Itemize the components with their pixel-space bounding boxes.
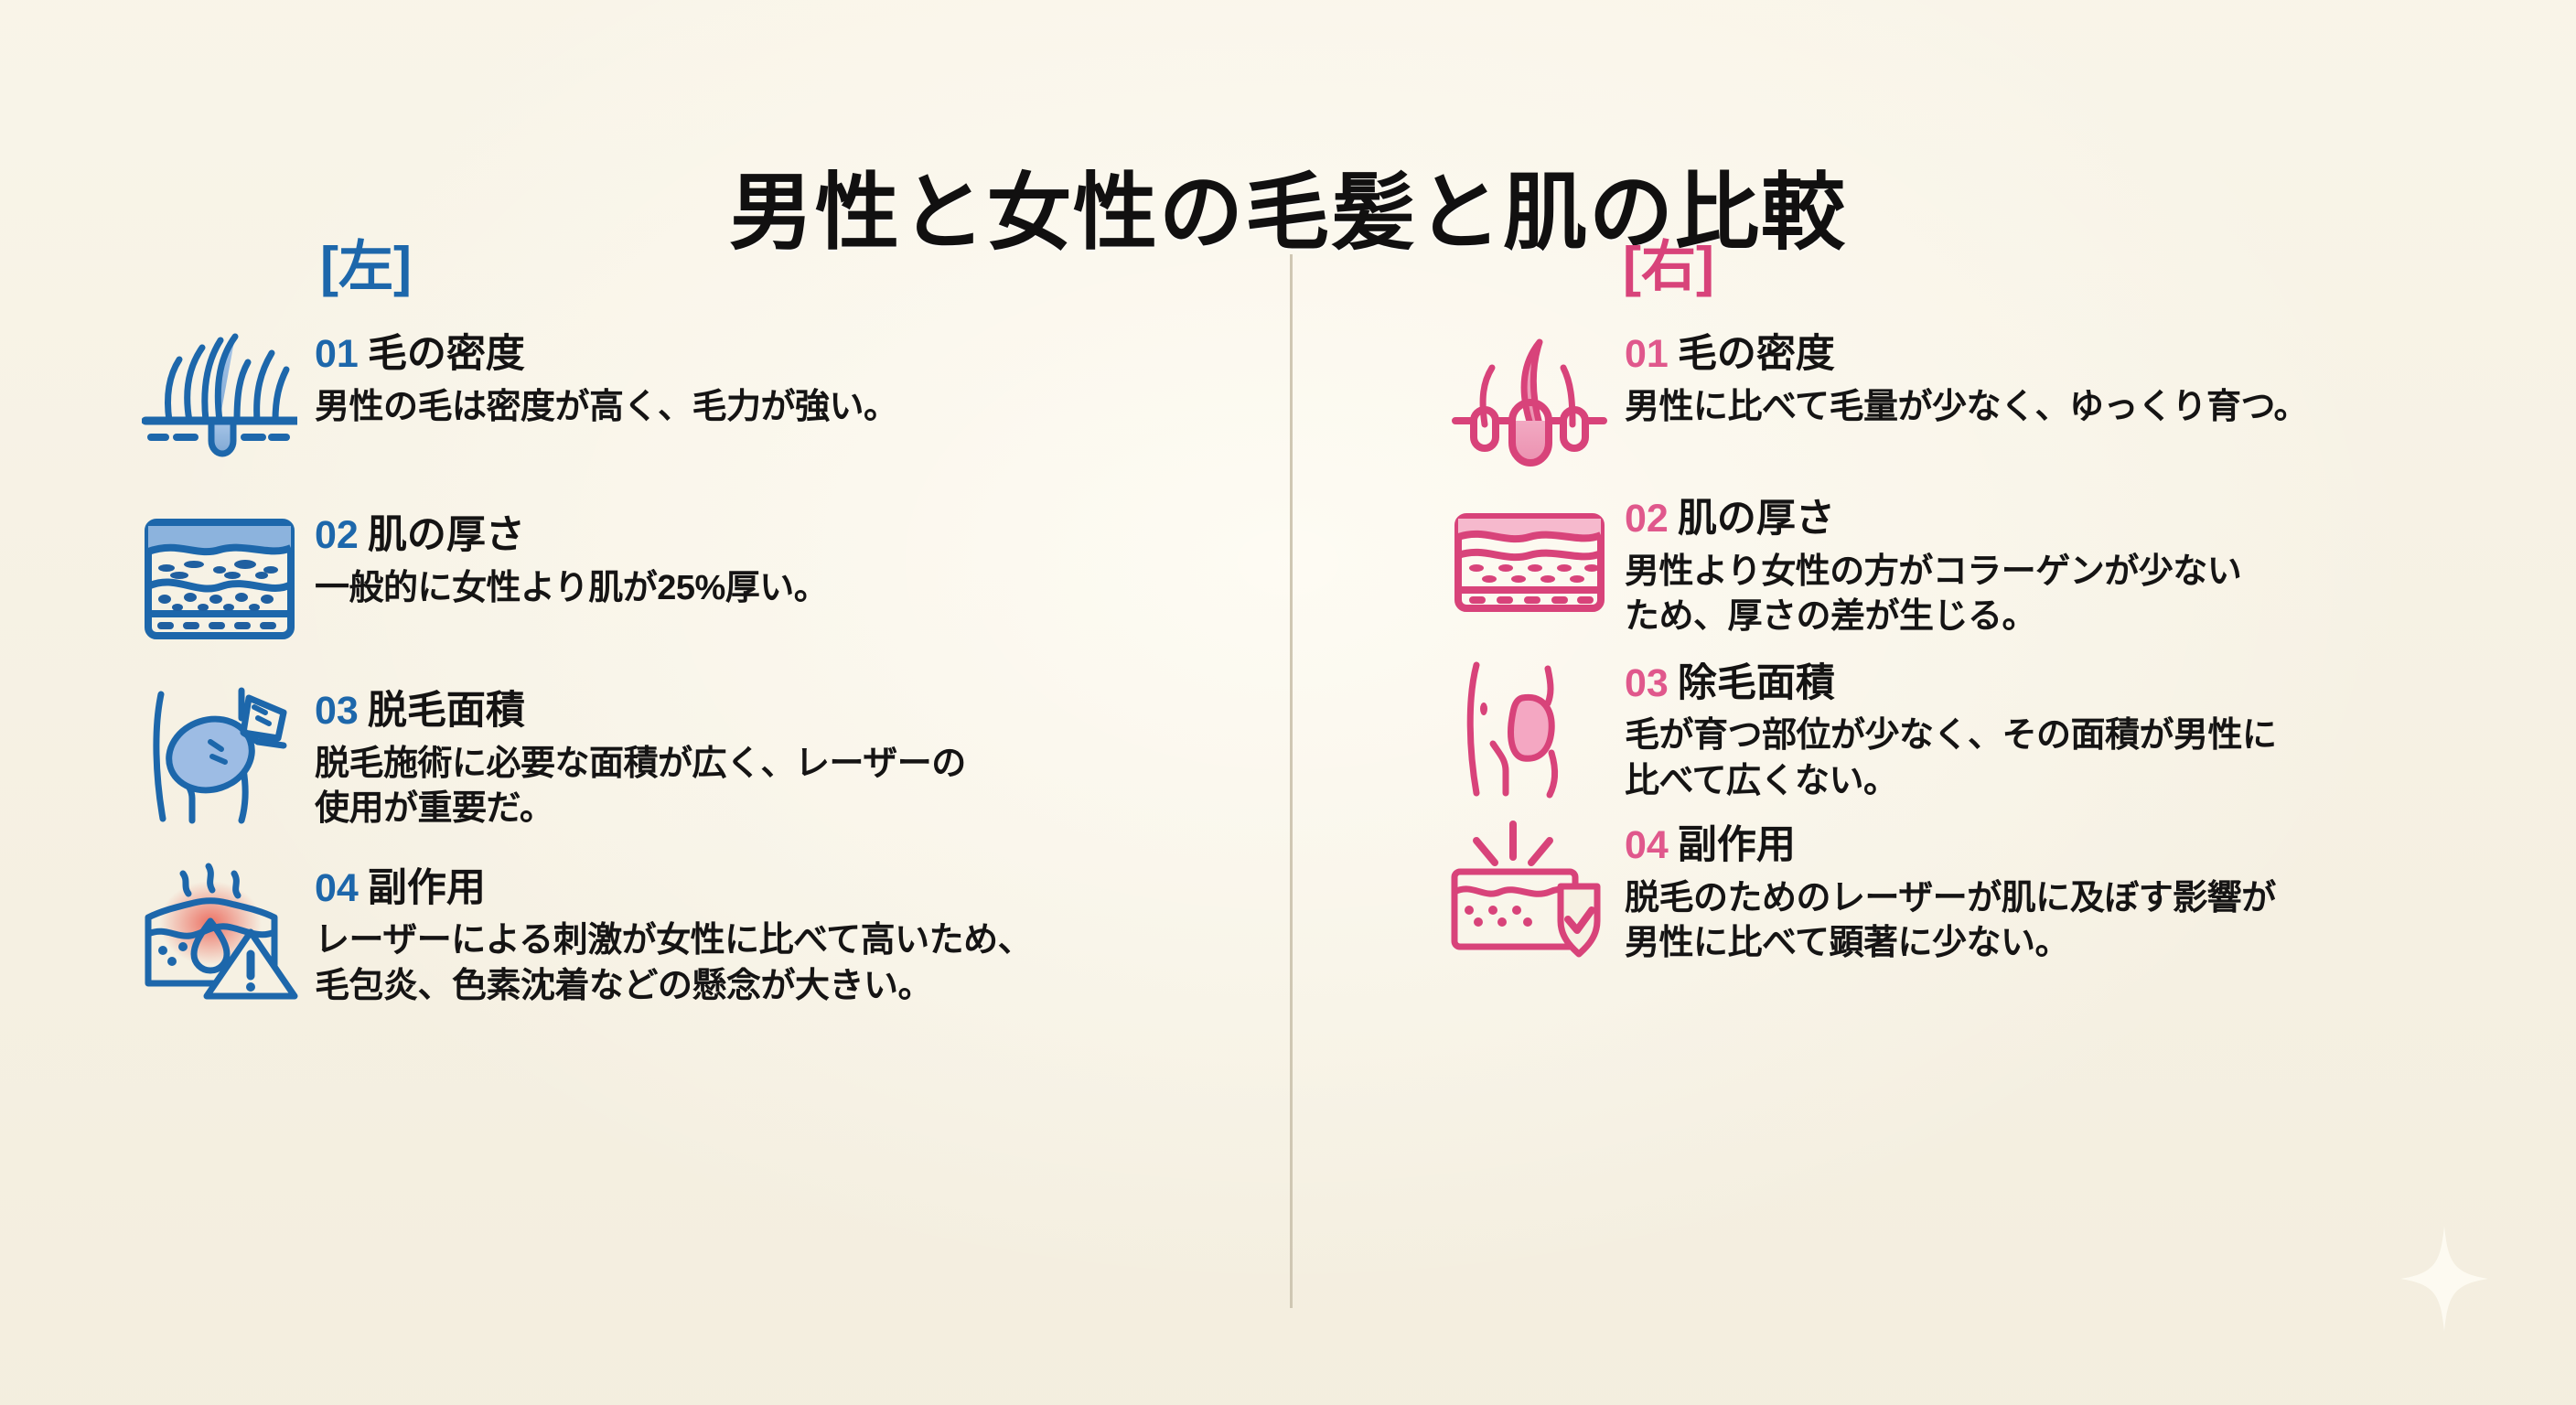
left-item-04-desc: レーザーによる刺激が女性に比べて高いため、 毛包炎、色素沈着などの懸念が大きい。 — [315, 921, 1033, 1005]
right-item-01-title: 毛の密度 — [1677, 332, 1835, 376]
right-item-02-desc: 男性より女性の方がコラーゲンが少ない ため、厚さの差が生じる。 — [1625, 552, 2242, 637]
left-item-04-title: 副作用 — [367, 865, 486, 910]
irritated-skin-warning-icon — [139, 860, 300, 1004]
column-divider — [1290, 254, 1293, 1308]
left-item-02-desc: 一般的に女性より肌が25%厚い。 — [315, 568, 829, 607]
page-title: 男性と女性の毛髪と肌の比較 — [728, 166, 1847, 260]
left-item-03-desc: 脱毛施術に必要な面積が広く、レーザーの 使用が重要だ。 — [315, 744, 966, 829]
right-item-02-title: 肌の厚さ — [1677, 497, 1835, 541]
right-item-03-title: 除毛面積 — [1677, 660, 1835, 705]
left-column-header: [左] — [320, 236, 412, 297]
sparse-hair-follicle-icon — [1449, 326, 1610, 470]
right-column-header: [右] — [1623, 236, 1714, 297]
right-item-01-desc: 男性に比べて毛量が少なく、ゆっくり育つ。 — [1625, 387, 2308, 426]
left-item-04-number: 04 — [315, 865, 359, 910]
right-item-01-number: 01 — [1625, 332, 1669, 376]
right-item-03-desc: 毛が育つ部位が少なく、その面積が男性に 比べて広くない。 — [1625, 716, 2277, 800]
small-treatment-area-icon — [1449, 655, 1610, 799]
thin-skin-layers-icon — [1449, 490, 1610, 635]
dense-hair-follicle-icon — [139, 326, 300, 470]
comparison-columns: [左] — [0, 240, 2576, 1319]
left-item-01-number: 01 — [315, 332, 359, 376]
right-item-04-number: 04 — [1625, 823, 1669, 868]
left-item-02-number: 02 — [315, 513, 359, 557]
right-column: [右] — [1288, 240, 2576, 1319]
left-column: [左] — [0, 240, 1288, 1319]
laser-treatment-area-icon — [139, 682, 300, 827]
left-item-01-title: 毛の密度 — [367, 332, 525, 376]
left-item-03-number: 03 — [315, 689, 359, 733]
right-item-02-number: 02 — [1625, 497, 1669, 541]
left-item-02-title: 肌の厚さ — [367, 513, 525, 557]
right-item-04-title: 副作用 — [1677, 823, 1796, 868]
protected-skin-shield-icon — [1449, 817, 1610, 961]
left-item-03-title: 脱毛面積 — [367, 689, 525, 733]
thick-skin-layers-icon — [139, 507, 300, 651]
right-item-03-number: 03 — [1625, 660, 1669, 705]
right-item-04-desc: 脱毛のためのレーザーが肌に及ぼす影響が 男性に比べて顕著に少ない。 — [1625, 878, 2276, 963]
left-item-01-desc: 男性の毛は密度が高く、毛力が強い。 — [315, 387, 898, 426]
